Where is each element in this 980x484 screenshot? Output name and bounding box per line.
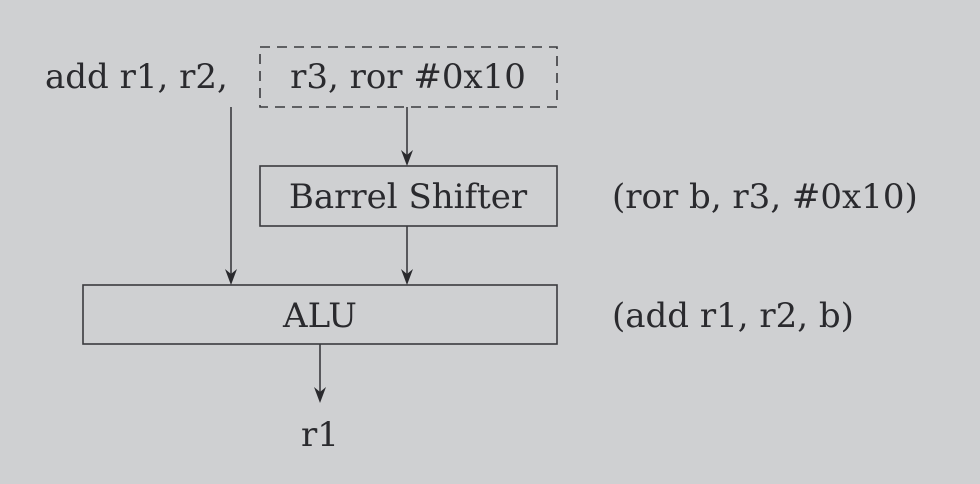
arrow-head [314,387,326,403]
barrel-shifter-box [259,165,558,227]
shifter-operation-annotation: (ror b, r3, #0x10) [612,177,918,217]
arrow-head [225,269,237,285]
arrow-head [401,269,413,285]
operand2-dashed-box [259,46,558,108]
arrow-head [401,150,413,166]
operand2-text: r3, ror #0x10 [290,57,526,97]
instruction-prefix: add r1, r2, [45,57,228,97]
barrel-shifter-label: Barrel Shifter [289,177,528,217]
output-register: r1 [301,415,339,455]
alu-operation-annotation: (add r1, r2, b) [612,296,854,336]
alu-label: ALU [282,296,357,336]
